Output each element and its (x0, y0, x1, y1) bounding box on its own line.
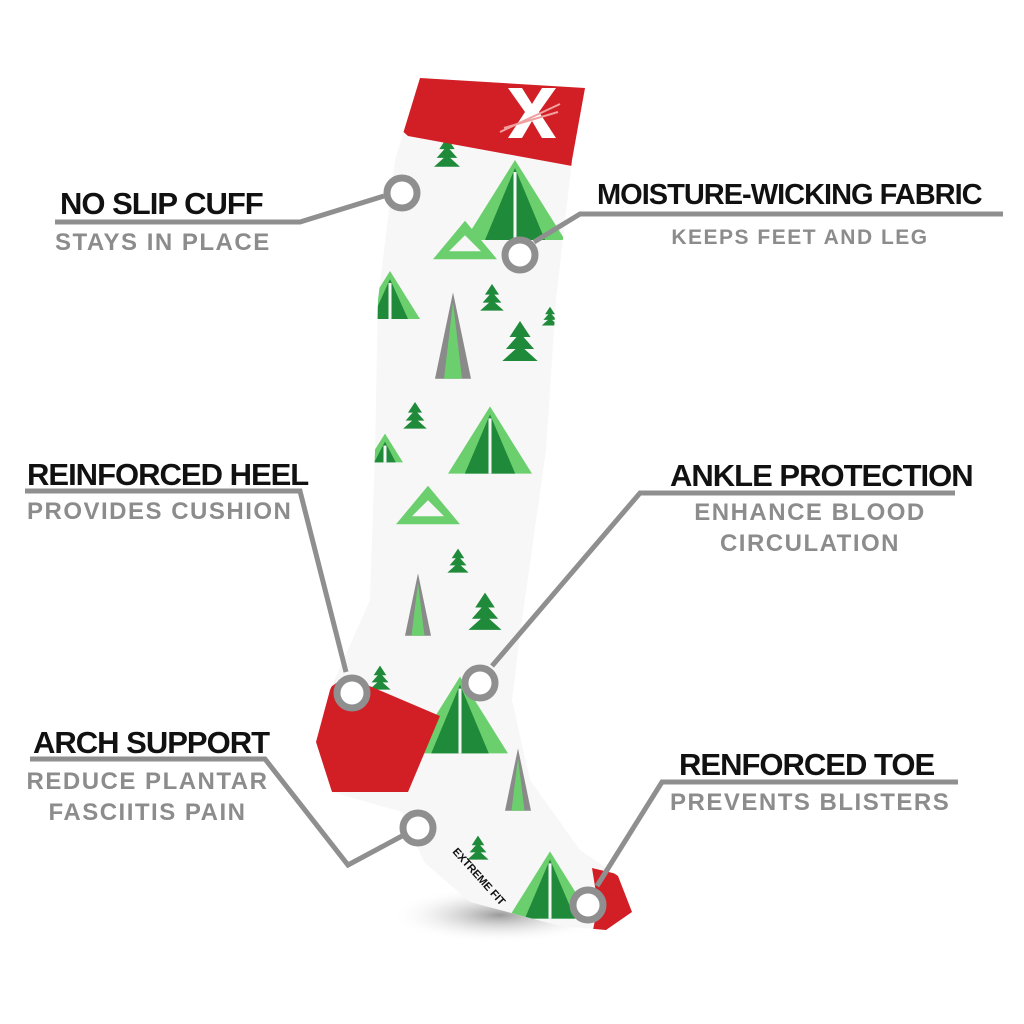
tree-icon (369, 665, 391, 690)
tree-icon (433, 220, 497, 260)
callout-markers (333, 174, 607, 924)
marker-fabric (501, 236, 539, 274)
tree-icon (412, 676, 508, 754)
callout-desc-arch-1: REDUCE PLANTAR (26, 768, 269, 795)
tree-pattern (360, 137, 592, 919)
callout-desc-heel: PROVIDES CUSHION (27, 498, 293, 525)
callout-desc-fabric: KEEPS FEET AND LEG (671, 226, 929, 249)
callout-desc-toe: PREVENTS BLISTERS (670, 789, 951, 816)
tree-icon (465, 160, 565, 240)
tree-icon (502, 321, 538, 361)
tree-icon (396, 485, 460, 525)
callout-desc-ankle-1: ENHANCE BLOOD (694, 499, 926, 526)
marker-toe (569, 886, 607, 924)
callout-desc-arch-2: FASCIITIS PAIN (48, 799, 247, 826)
tree-icon (447, 548, 469, 573)
callout-desc-ankle-2: CIRCULATION (719, 530, 901, 557)
tree-icon (435, 292, 471, 379)
x-logo-icon (499, 88, 561, 138)
sock-cuff (390, 78, 600, 168)
tree-icon (480, 284, 504, 311)
callout-title-heel: REINFORCED HEEL (27, 457, 309, 492)
callout-title-fabric: MOISTURE-WICKING FABRIC (597, 179, 983, 211)
marker-heel (333, 674, 371, 712)
marker-cuff (383, 174, 421, 212)
marker-arch (399, 809, 437, 847)
tree-icon (403, 402, 427, 429)
tree-icon (434, 137, 460, 167)
callout-lines (25, 193, 1003, 888)
callout-title-toe: RENFORCED TOE (679, 747, 935, 782)
tree-icon (468, 592, 502, 630)
tree-icon (367, 433, 403, 463)
callout-title-arch: ARCH SUPPORT (33, 725, 270, 760)
tree-icon (505, 748, 531, 811)
tree-icon (448, 406, 532, 474)
tree-icon (467, 835, 489, 860)
marker-ankle (461, 664, 499, 702)
callout-title-cuff: NO SLIP CUFF (60, 186, 264, 221)
tree-icon (405, 573, 431, 636)
tree-icon (541, 306, 559, 326)
callout-title-ankle: ANKLE PROTECTION (670, 458, 974, 493)
callout-desc-cuff: STAYS IN PLACE (55, 229, 271, 256)
